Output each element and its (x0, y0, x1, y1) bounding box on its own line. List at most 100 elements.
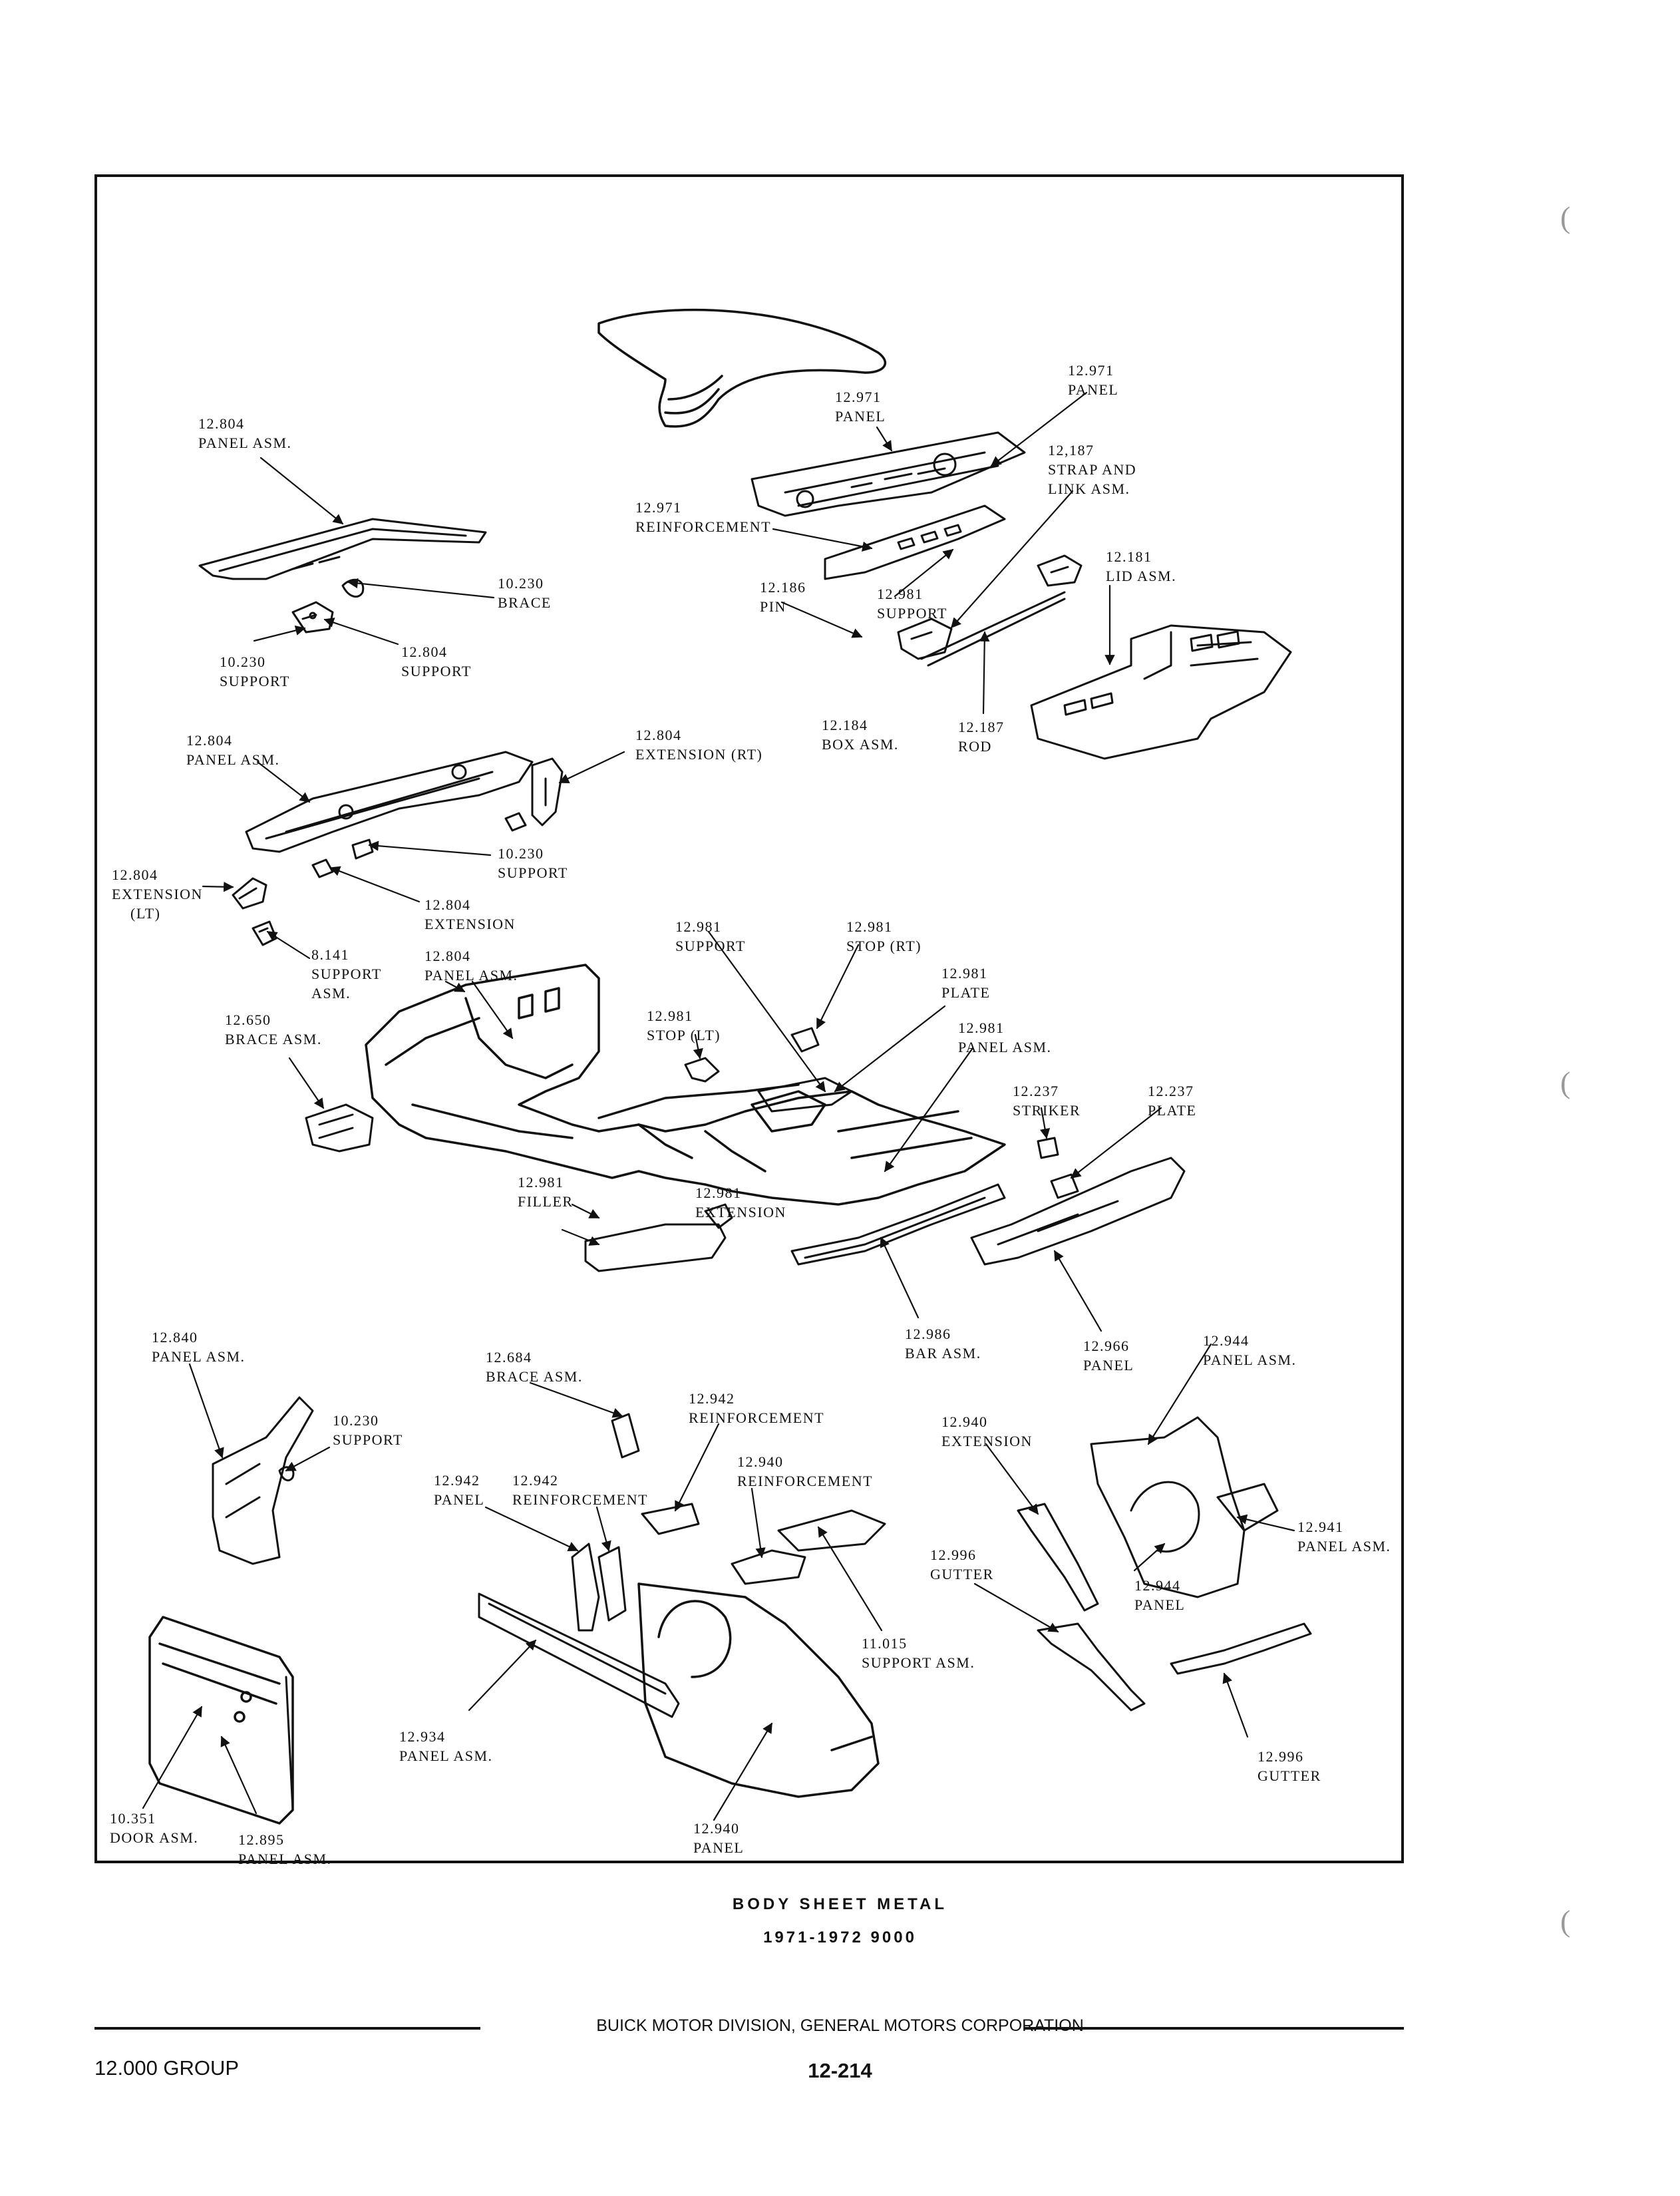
deck-lid-hinge (1037, 554, 1083, 587)
door-asm (148, 1616, 294, 1825)
reinforcement-940 (731, 1549, 806, 1585)
plate-237 (1050, 1173, 1079, 1199)
figure-model-years: 1971-1972 9000 (763, 1928, 917, 1946)
rear-panel-966 (970, 1157, 1186, 1266)
side-panel-asm-840 (212, 1396, 314, 1565)
rear-shelf-box (897, 591, 1066, 667)
gutter-996-left (1037, 1622, 1146, 1712)
floor-brace-asm (305, 1103, 374, 1153)
quarter-panel-940 (637, 1582, 880, 1798)
deck-lid (1030, 624, 1292, 760)
floor-stop-rt (790, 1027, 820, 1053)
front-panel-asm (198, 518, 487, 580)
inner-door-panel (285, 1676, 294, 1811)
support-asm-8141 (252, 920, 277, 946)
reinforcement-942-lower (597, 1546, 627, 1622)
panel-asm-941 (1216, 1483, 1279, 1532)
footer-company: BUICK MOTOR DIVISION, GENERAL MOTORS COR… (596, 2016, 1084, 2035)
cowl-extension-rt (504, 757, 564, 832)
floor-plate (757, 1077, 853, 1113)
extension-940 (1017, 1503, 1099, 1612)
cowl-panel-asm (245, 751, 534, 853)
floor-filler (584, 1223, 727, 1272)
binder-mark-middle: ( (1560, 1065, 1571, 1099)
binder-mark-bottom: ( (1560, 1904, 1571, 1938)
gutter-996-right (1170, 1622, 1312, 1675)
binder-mark-top: ( (1560, 200, 1571, 234)
footer-rule-right (1025, 2027, 1404, 2030)
diagram-frame (94, 174, 1404, 1863)
leader-lines (142, 391, 1295, 1821)
floor-stop-lt (684, 1057, 720, 1083)
footer-page-number: 12-214 (808, 2059, 872, 2082)
rocker-panel-934 (478, 1592, 680, 1718)
rocker-striker (1037, 1137, 1059, 1159)
brace-asm-684 (611, 1413, 640, 1459)
wheelhouse-panel-asm-944 (1090, 1416, 1246, 1598)
roof-panel (597, 308, 887, 428)
figure-title: BODY SHEET METAL (732, 1895, 948, 1913)
rear-cross-bar (790, 1183, 1006, 1266)
footer-rule-left (94, 2027, 480, 2030)
reinforcement-942-upper (641, 1503, 700, 1535)
front-support (291, 601, 334, 634)
cowl-extension-lt (232, 877, 267, 910)
cowl-support (311, 838, 374, 878)
support-asm-11015 (777, 1509, 886, 1552)
floor-extension (704, 1203, 733, 1229)
footer-group: 12.000 GROUP (94, 2056, 240, 2080)
panel-942 (571, 1543, 600, 1632)
roof-inner-panel (751, 431, 1026, 517)
floor-pan-asm (365, 964, 1006, 1206)
